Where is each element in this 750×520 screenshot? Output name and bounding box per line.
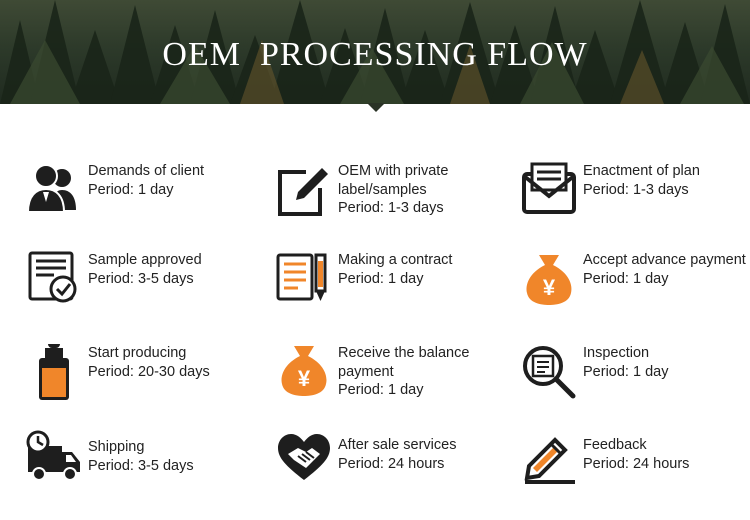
step-name: Demands of client xyxy=(88,163,205,179)
step-name: Sample approved xyxy=(88,252,202,268)
step-name: Receive the balance payment xyxy=(338,345,470,380)
step-period: Period: 1 day xyxy=(583,270,669,287)
certificate-icon xyxy=(28,251,77,303)
step-after-sale-services: After sale services Period: 24 hours xyxy=(276,430,506,500)
page-title: OEM PROCESSING FLOW xyxy=(162,36,588,73)
forest-background xyxy=(0,0,750,104)
feedback-pen-icon xyxy=(524,437,575,484)
step-name: Shipping xyxy=(88,439,145,455)
step-inspection: Inspection Period: 1 day xyxy=(521,344,750,414)
step-period: Period: 20-30 days xyxy=(88,363,210,380)
step-name: After sale services xyxy=(338,437,457,453)
step-name: Inspection xyxy=(583,345,650,361)
step-making-a-contract: Making a contract Period: 1 day xyxy=(276,251,506,321)
step-start-producing: Start producing Period: 20-30 days xyxy=(26,344,256,414)
edit-icon xyxy=(278,168,328,216)
header-banner: OEM PROCESSING FLOW xyxy=(0,0,750,104)
step-demands-of-client: Demands of client Period: 1 day xyxy=(26,162,256,232)
banner-pointer xyxy=(367,103,385,112)
money-bag-icon: ¥ xyxy=(526,255,572,305)
step-period: Period: 24 hours xyxy=(583,455,690,472)
step-period: Period: 1 day xyxy=(583,363,669,380)
step-accept-advance-payment: ¥ Accept advance payment Period: 1 day xyxy=(521,251,750,321)
step-name: Accept advance payment xyxy=(583,252,746,268)
step-enactment-of-plan: Enactment of plan Period: 1-3 days xyxy=(521,162,750,232)
step-period: Period: 3-5 days xyxy=(88,270,194,287)
step-name: Making a contract xyxy=(338,252,453,268)
money-bag-icon: ¥ xyxy=(281,346,327,396)
magnifier-icon xyxy=(523,346,576,399)
step-name: Start producing xyxy=(88,345,187,361)
step-feedback: Feedback Period: 24 hours xyxy=(521,430,750,500)
step-period: Period: 1-3 days xyxy=(583,181,689,198)
clients-icon xyxy=(26,164,76,213)
step-period: Period: 1 day xyxy=(338,270,424,287)
step-oem-private-label: OEM with private label/samples Period: 1… xyxy=(276,162,506,232)
svg-text:¥: ¥ xyxy=(298,366,311,391)
step-name: Feedback xyxy=(583,437,647,453)
dropper-bottle-icon xyxy=(39,344,69,400)
step-receive-balance-payment: ¥ Receive the balance payment Period: 1 … xyxy=(276,344,506,414)
step-sample-approved: Sample approved Period: 3-5 days xyxy=(26,251,256,321)
step-name: OEM with private label/samples xyxy=(338,163,449,198)
delivery-truck-icon xyxy=(26,430,80,481)
step-shipping: Shipping Period: 3-5 days xyxy=(26,430,256,500)
envelope-icon xyxy=(522,162,576,214)
step-period: Period: 1-3 days xyxy=(338,200,444,216)
contract-icon xyxy=(276,253,327,301)
step-period: Period: 1 day xyxy=(88,181,174,198)
handshake-heart-icon xyxy=(278,434,330,480)
step-period: Period: 3-5 days xyxy=(88,457,194,474)
step-period: Period: 1 day xyxy=(338,382,424,398)
step-period: Period: 24 hours xyxy=(338,455,445,472)
svg-text:¥: ¥ xyxy=(543,275,556,300)
step-name: Enactment of plan xyxy=(583,163,700,179)
